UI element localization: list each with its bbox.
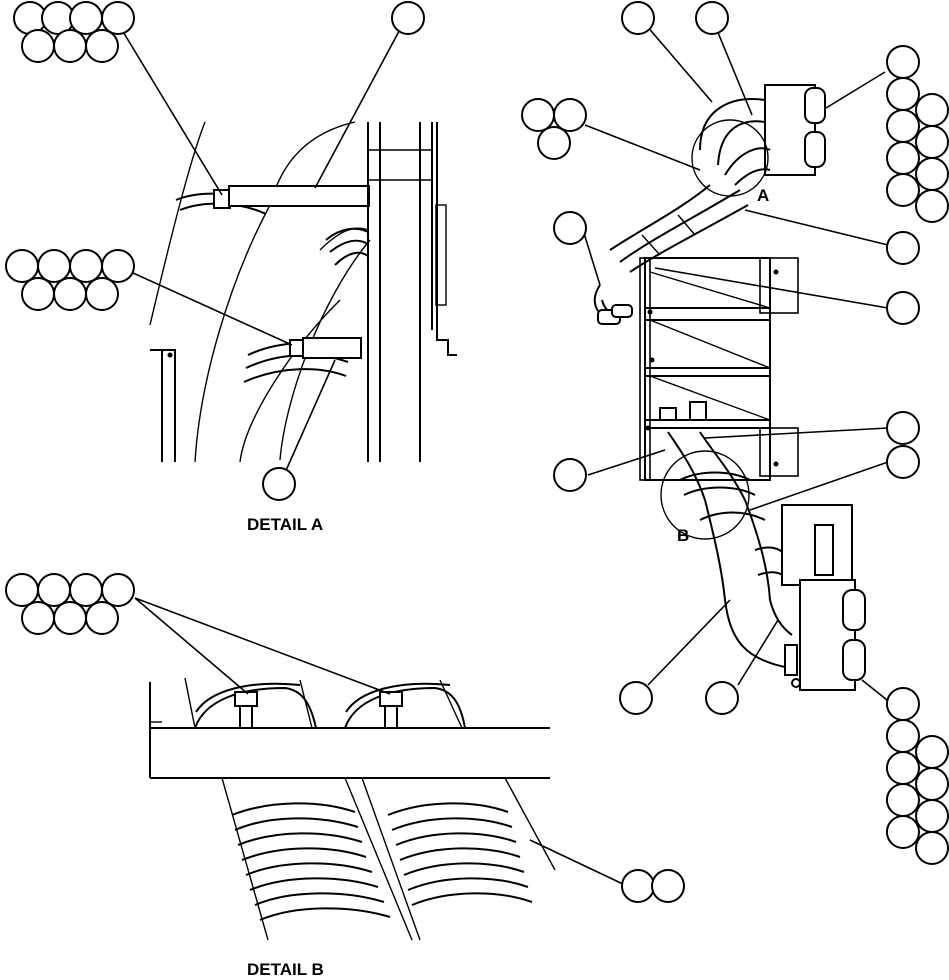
callout-bubble [886,109,920,143]
clamp-bolt-a2 [289,339,305,357]
callout-bubble [101,573,135,607]
detail-a-view: DETAIL A [149,121,457,534]
callout-bubble [85,29,119,63]
detail-a-marker: A [757,186,769,205]
callout-bubble [21,29,55,63]
callout-bubble [915,767,949,801]
callout-bubble [886,719,920,753]
callout-bubble [915,831,949,865]
callout-bubble [886,751,920,785]
detail-b-callouts [5,573,685,903]
callout-bubble [915,189,949,223]
callout-bubble [886,411,920,445]
callout-bubble [53,29,87,63]
callout-bubble [886,445,920,479]
callout-bubble [391,1,425,35]
callout-bubble [915,799,949,833]
callout-bubble [37,249,71,283]
callout-bubble [5,249,39,283]
detail-a-circle [691,119,769,197]
callout-bubble [619,681,653,715]
callout-bubble [85,601,119,635]
clamp-bolt-a1 [213,189,231,209]
callout-bubble [5,573,39,607]
main-assembly-view: A B [593,84,866,691]
callout-bubble [886,687,920,721]
bellows-left [231,802,391,921]
callout-bubble [886,77,920,111]
callout-bubble [886,45,920,79]
callout-bubble [915,125,949,159]
support-rod-a2 [302,337,362,359]
callout-bubble [101,249,135,283]
callout-bubble [69,249,103,283]
callout-bubble [262,467,296,501]
callout-bubble [21,277,55,311]
callout-bubble [69,573,103,607]
callout-bubble [621,869,655,903]
callout-bubble [85,277,119,311]
callout-bubble [553,211,587,245]
callout-bubble [53,601,87,635]
detail-b-marker: B [677,526,689,545]
callout-bubble [915,93,949,127]
callout-bubble [695,1,729,35]
callout-bubble [886,291,920,325]
callout-bubble [886,783,920,817]
callout-bubble [886,141,920,175]
callout-bubble [101,1,135,35]
callout-bubble [21,601,55,635]
detail-b-title: DETAIL B [247,960,324,975]
clamp-bolt-b2 [379,691,403,707]
detail-a-title: DETAIL A [247,515,323,534]
detail-a-callouts [5,1,425,501]
callout-bubble [537,126,571,160]
callout-bubble [886,815,920,849]
callout-bubble [915,735,949,769]
callout-bubble [651,869,685,903]
callout-bubble [886,173,920,207]
callout-bubble [53,277,87,311]
support-rod-a [228,185,370,207]
detail-b-circle [660,450,750,540]
callout-bubble [886,231,920,265]
callout-bubble [553,458,587,492]
callout-bubble [553,98,587,132]
detail-b-view: DETAIL B [149,677,556,979]
callout-bubble [621,1,655,35]
clamp-bolt-b1 [234,691,258,707]
callout-bubble [37,573,71,607]
callout-bubble [705,681,739,715]
bellows-right [387,802,533,906]
main-callouts [521,1,949,865]
callout-bubble [915,157,949,191]
callout-bubble [69,1,103,35]
callout-bubble [521,98,555,132]
